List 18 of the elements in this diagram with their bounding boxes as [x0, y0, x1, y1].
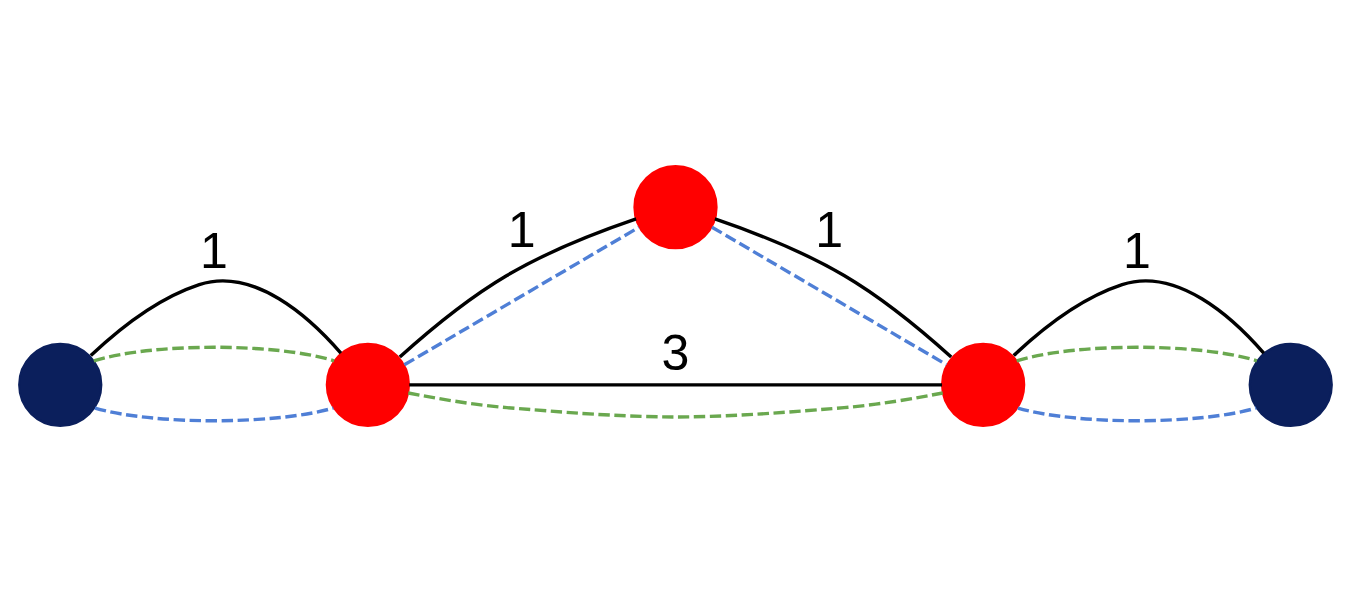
connector: [1012, 279, 1265, 357]
edge-label: 1: [200, 222, 229, 279]
edge-label: 1: [1122, 222, 1151, 279]
edge-label: 1: [815, 202, 844, 259]
connector: [1016, 345, 1258, 363]
node-circle: [940, 342, 1026, 428]
connector: [94, 406, 334, 423]
connector: [93, 345, 335, 363]
node-circle: [1248, 342, 1333, 428]
connector: [89, 279, 343, 357]
edge-label: 3: [661, 325, 690, 382]
connector: [409, 383, 943, 387]
node-circle: [633, 164, 718, 250]
node-circle: [18, 342, 103, 428]
edge-label: 1: [507, 202, 536, 259]
node-circle: [325, 342, 411, 428]
connector: [1017, 406, 1257, 423]
connector: [407, 391, 944, 419]
